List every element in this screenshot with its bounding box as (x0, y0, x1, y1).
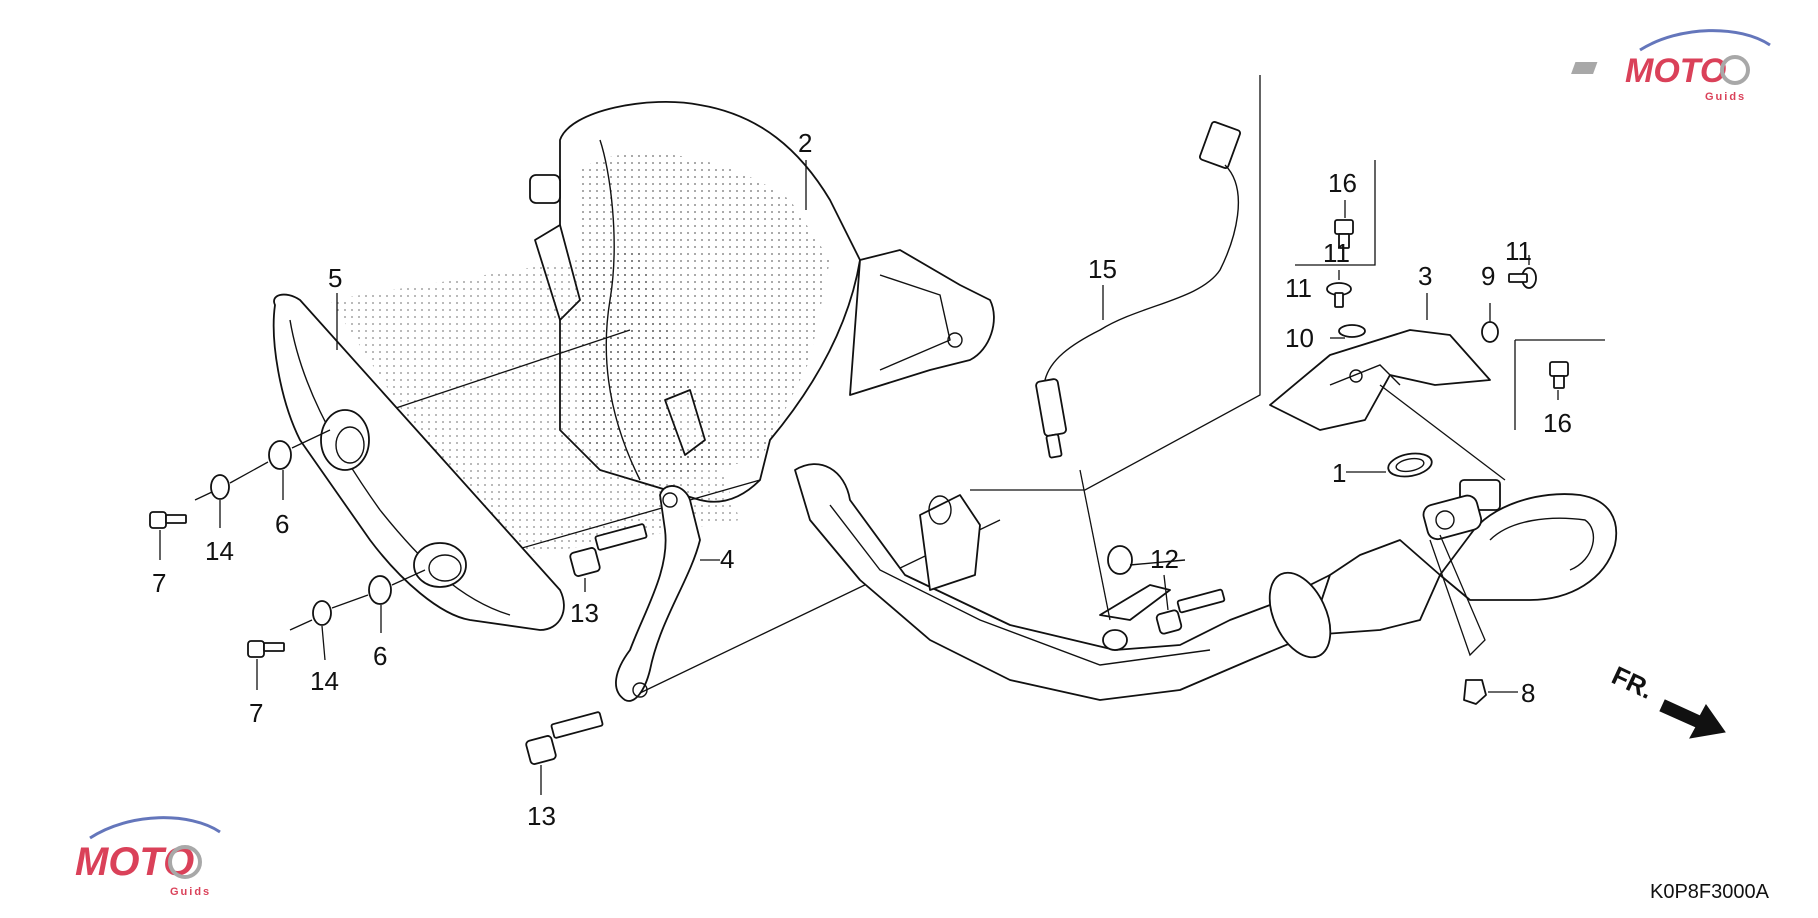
callout-label: 3 (1418, 261, 1432, 291)
bolt-icon (1508, 267, 1537, 289)
callout-label: 4 (720, 544, 734, 574)
watermark-logo-bottom: MOTO Guids (75, 816, 221, 898)
callout-leaders (159, 160, 1559, 795)
callout-label: 12 (1150, 544, 1179, 574)
callout-label: 6 (373, 641, 387, 671)
callout-label: 13 (570, 598, 599, 628)
callout-label: 6 (275, 509, 289, 539)
diagram-code: K0P8F3000A (1650, 881, 1770, 903)
callout-label: 11 (1285, 273, 1312, 303)
small-heat-shield (1269, 329, 1491, 431)
callout-label: 15 (1088, 254, 1117, 284)
fasteners (149, 219, 1569, 765)
callout-label: 9 (1481, 261, 1495, 291)
washer-icon (1481, 321, 1499, 343)
callout-label: 16 (1543, 408, 1572, 438)
bolt-icon (1326, 282, 1352, 308)
svg-text:MOTO: MOTO (1625, 52, 1726, 90)
bolt-icon (525, 711, 604, 765)
callout-label: 10 (1285, 323, 1314, 353)
callout-label: 11 (1323, 238, 1350, 268)
grommet-icon (368, 575, 392, 605)
washer-icon (312, 600, 332, 626)
gasket-icon (1387, 452, 1433, 478)
callout-label: 14 (205, 536, 234, 566)
front-direction-indicator: FR. (1607, 660, 1726, 739)
group-bracket-16-left (1295, 160, 1376, 266)
group-bracket-16-right (1514, 339, 1605, 430)
callout-label: 14 (310, 666, 339, 696)
bolt-icon (569, 523, 648, 577)
washer-icon (210, 474, 230, 500)
muffler-cover (272, 293, 565, 631)
nut-icon (1463, 679, 1487, 705)
grommet-icon (268, 440, 292, 470)
heat-shield-texture (330, 250, 740, 560)
callout-labels: 1 2 3 4 5 6 6 7 7 8 9 10 11 11 11 12 13 … (152, 128, 1572, 831)
bolt-icon (149, 511, 187, 529)
o2-sensor (1035, 121, 1241, 621)
svg-text:Guids: Guids (170, 886, 211, 898)
callout-label: 8 (1521, 678, 1535, 708)
callout-label: 1 (1332, 458, 1346, 488)
callout-label: 13 (527, 801, 556, 831)
leader-nut-8 (1429, 534, 1486, 657)
callout-label: 11 (1505, 236, 1532, 266)
bolt-icon (1334, 219, 1354, 249)
callout-label: 16 (1328, 168, 1357, 198)
callout-label: 2 (798, 128, 812, 158)
svg-text:MOTO: MOTO (75, 840, 194, 884)
callout-label: 7 (249, 698, 263, 728)
shield-guide-line (389, 329, 631, 411)
callout-label: 7 (152, 568, 166, 598)
bolt-icon (247, 640, 285, 658)
shield-guide-line (479, 479, 761, 561)
washer-icon (1338, 324, 1366, 338)
direction-label: FR. (1607, 660, 1658, 705)
callout-label: 5 (328, 263, 342, 293)
leader-shield-3 (1379, 384, 1506, 481)
bolt-icon (1155, 588, 1226, 635)
watermark-logo-top: MOTO Guids (1571, 29, 1771, 103)
arrow-right-icon (1659, 699, 1726, 739)
svg-text:Guids: Guids (1705, 91, 1746, 103)
group-bracket-15 (970, 75, 1261, 491)
exhaust-pipe (794, 463, 1618, 701)
bolt-icon (1549, 361, 1569, 389)
